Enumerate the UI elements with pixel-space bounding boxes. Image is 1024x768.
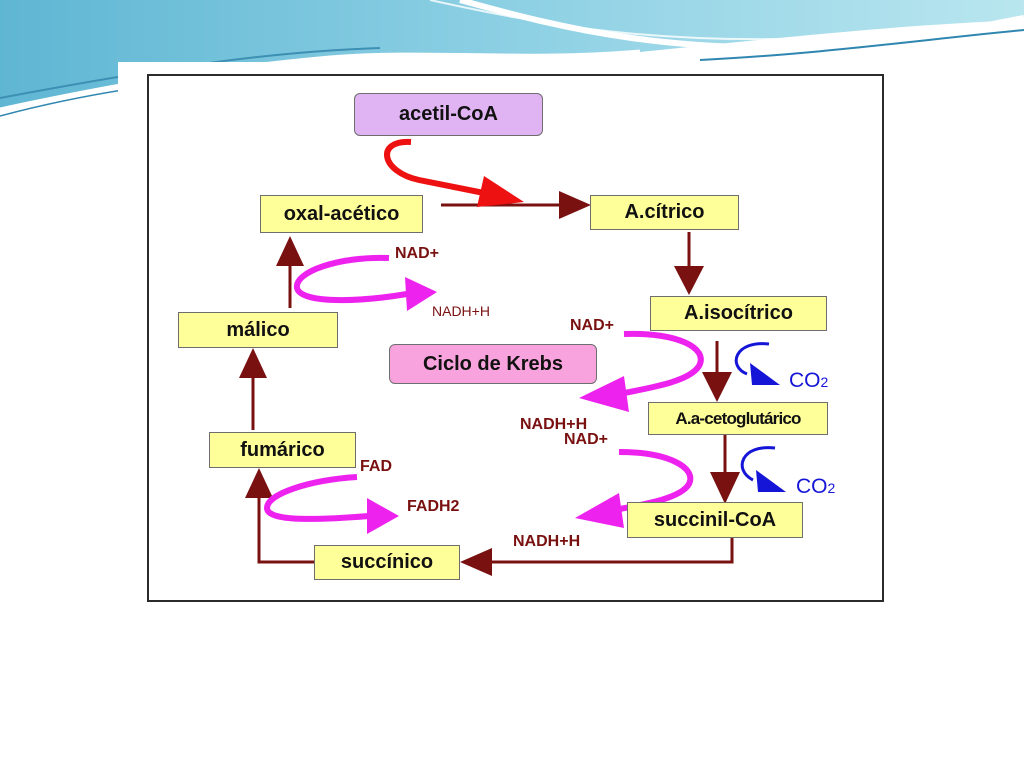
co2-subscript: 2 — [827, 480, 836, 496]
node-succinico: succínico — [314, 545, 460, 580]
curl-nad-isocitrico — [579, 330, 704, 412]
arrow-cetoglutarico-to-succinil — [710, 435, 740, 504]
arrow-succinico-to-fumarico — [245, 468, 314, 564]
arrow-isocitrico-to-cetoglutarico — [702, 341, 732, 402]
arrow-malico-to-oxal — [276, 236, 304, 308]
label-nadh-cetoglutarico: NADH+H — [513, 533, 581, 550]
node-fumarico: fumárico — [209, 432, 356, 468]
label-fadh2: FADH2 — [407, 498, 460, 515]
arrow-citrico-to-isocitrico — [674, 232, 704, 295]
co2-subscript: 2 — [820, 374, 829, 390]
label-fad: FAD — [360, 458, 392, 475]
co2-text: CO — [796, 475, 828, 498]
node-oxal-acetico: oxal-acético — [260, 195, 423, 233]
node-succinil-coa: succinil-CoA — [627, 502, 803, 538]
node-a-cetoglutarico: A.a-cetoglutárico — [648, 402, 828, 435]
diagram-arrows — [239, 138, 786, 576]
node-a-citrico: A.cítrico — [590, 195, 739, 230]
label-nad-malico: NAD+ — [395, 245, 440, 262]
label-nadh-malico: NADH+H — [432, 303, 490, 319]
co2-curl-arrow-icon — [734, 342, 780, 385]
co2-text: CO — [789, 369, 821, 392]
curl-fad-fumarico — [263, 474, 399, 534]
curl-nad-malico — [294, 254, 437, 311]
label-nad-cetoglutarico: NAD+ — [564, 431, 609, 448]
node-acetil-coa: acetil-CoA — [354, 93, 543, 136]
arrow-acetil-entry — [384, 138, 524, 207]
label-nadh-isocitrico: NADH+H — [520, 416, 588, 433]
co2-curl-arrow-icon — [740, 446, 786, 492]
node-malico: málico — [178, 312, 338, 348]
diagram-box: acetil-CoA oxal-acético A.cítrico A.isoc… — [147, 74, 884, 602]
arrow-succinil-to-succinico — [460, 538, 734, 576]
label-nad-isocitrico: NAD+ — [570, 317, 615, 334]
node-a-isocitrico: A.isocítrico — [650, 296, 827, 331]
label-co2-cetoglutarico: CO2 — [796, 476, 835, 499]
node-ciclo-de-krebs: Ciclo de Krebs — [389, 344, 597, 384]
arrow-oxal-to-citrico — [441, 191, 591, 219]
label-co2-isocitrico: CO2 — [789, 370, 828, 393]
arrow-fumarico-to-malico — [239, 348, 267, 430]
